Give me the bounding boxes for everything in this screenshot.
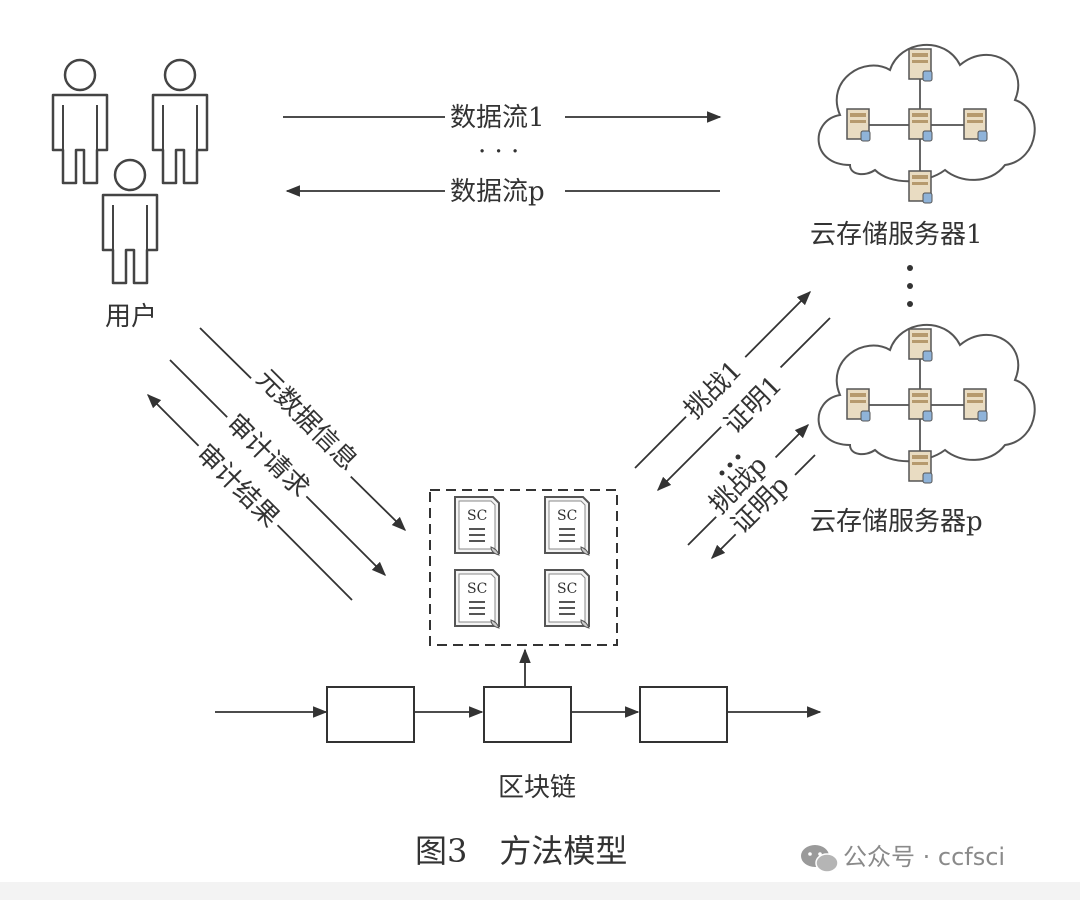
bottom-band	[0, 882, 1080, 900]
server-icon	[846, 388, 871, 422]
smart-contract-doc: SC	[454, 496, 500, 556]
user-icon	[151, 58, 209, 185]
server-icon	[846, 108, 871, 142]
cloud-server-1-label: 云存储服务器1	[810, 220, 983, 250]
server-icon	[963, 388, 988, 422]
server-icon	[908, 48, 933, 82]
user-icon	[51, 58, 109, 185]
block	[483, 686, 572, 743]
blockchain	[215, 686, 822, 743]
smart-contract-box	[429, 489, 618, 646]
cloud-server-p-label: 云存储服务器p	[810, 507, 983, 537]
smart-contract-doc: SC	[544, 496, 590, 556]
users-label: 用户	[105, 302, 157, 332]
figure-caption: 图3 方法模型	[415, 832, 627, 870]
watermark-text: 公众号 · ccfsci	[843, 843, 1005, 871]
server-icon	[908, 388, 933, 422]
server-icon	[908, 328, 933, 362]
blockchain-label: 区块链	[498, 773, 576, 803]
block	[326, 686, 415, 743]
server-icon	[908, 108, 933, 142]
server-icon	[908, 450, 933, 484]
block	[639, 686, 728, 743]
server-icon	[908, 170, 933, 204]
server-icon	[963, 108, 988, 142]
svg-text:SC: SC	[467, 508, 487, 524]
wechat-icon	[801, 845, 839, 873]
cloud-server-p	[817, 323, 1036, 484]
data-flow-1-label: 数据流1	[450, 103, 545, 133]
users-group	[51, 58, 209, 285]
smart-contract-doc: SC	[544, 569, 590, 629]
svg-text:SC: SC	[467, 581, 487, 597]
cloud-server-1	[817, 43, 1036, 204]
user-icon	[101, 158, 159, 285]
svg-text:SC: SC	[557, 581, 577, 597]
data-flow-p-label: 数据流p	[450, 177, 545, 207]
svg-text:SC: SC	[557, 508, 577, 524]
ellipsis-dots: · · ·	[478, 137, 519, 167]
smart-contract-doc: SC	[454, 569, 500, 629]
